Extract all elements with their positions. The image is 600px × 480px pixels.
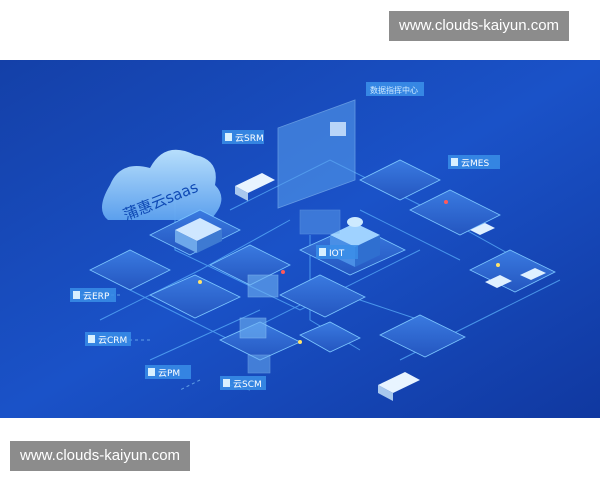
svg-text:云MES: 云MES [461,159,489,169]
label-srm: 云SRM [222,130,264,144]
svg-text:云SRM: 云SRM [235,134,264,144]
svg-text:云SCM: 云SCM [233,380,262,390]
label-erp: 云ERP [70,288,116,302]
watermark-top: www.clouds-kaiyun.com [389,11,570,41]
truck-bottom [378,372,420,401]
label-pm: 云PM [145,365,191,379]
scene-background [0,60,600,418]
svg-text:数据指挥中心: 数据指挥中心 [370,85,418,95]
label-crm: 云CRM [85,332,131,346]
truck-top [235,173,275,201]
saas-illustration: 蒲惠云saas [0,60,600,418]
label-mes: 云MES [448,155,500,169]
svg-text:云ERP: 云ERP [83,292,110,302]
watermark-bottom: www.clouds-kaiyun.com [10,441,191,471]
svg-text:云PM: 云PM [158,369,180,379]
data-center-panel: 数据指挥中心 [277,82,424,209]
label-iot: IOT [316,245,358,259]
svg-text:云CRM: 云CRM [98,336,127,346]
label-scm: 云SCM [220,376,266,390]
svg-text:IOT: IOT [329,249,345,259]
